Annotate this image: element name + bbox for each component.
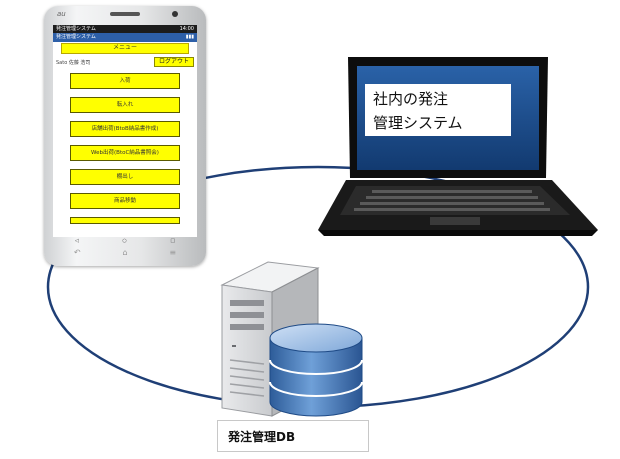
carrier-logo: au	[57, 10, 66, 18]
phone-screen: 発注管理システム 14:00 発注管理システム ▮▮▮ メニュー Sato 佐藤…	[53, 25, 197, 237]
menu-button-store-shipment[interactable]: 店舗出荷(BtoB納品書作成)	[70, 121, 180, 137]
laptop-label-line1: 社内の発注	[373, 90, 449, 108]
status-app-name: 発注管理システム	[56, 26, 96, 32]
home-icon[interactable]: ○	[122, 238, 127, 244]
logout-button[interactable]: ログアウト	[153, 57, 194, 67]
status-clock: 14:00	[179, 26, 194, 32]
smartphone: au 発注管理システム 14:00 発注管理システム ▮▮▮ メニュー Sato…	[44, 6, 206, 266]
menu-title: メニュー	[61, 43, 189, 54]
camera-icon	[172, 11, 178, 17]
signal-icon: ▮▮▮	[185, 34, 194, 40]
laptop-screen-label: 社内の発注 管理システム	[365, 84, 511, 136]
menu-button-picking[interactable]: 棚出し	[70, 169, 180, 185]
recent-apps-icon[interactable]: □	[170, 238, 176, 244]
app-bar-title: 発注管理システム	[56, 34, 96, 40]
menu-list: 入荷 転入れ 店舗出荷(BtoB納品書作成) Web出荷(BtoC納品書照会) …	[53, 73, 197, 224]
menu-button-item-move[interactable]: 商品移動	[70, 193, 180, 209]
hw-home-icon[interactable]: ⌂	[122, 247, 128, 257]
app-bar: 発注管理システム ▮▮▮	[53, 33, 197, 42]
status-bar: 発注管理システム 14:00	[53, 25, 197, 33]
soft-keys: ◁ ○ □	[53, 238, 197, 244]
hw-back-icon[interactable]: ↶	[73, 247, 81, 257]
laptop-label-line2: 管理システム	[373, 114, 463, 132]
menu-button-arrival[interactable]: 入荷	[70, 73, 180, 89]
speaker-grille	[110, 12, 140, 16]
hardware-keys: ↶ ⌂ ≡	[53, 244, 197, 260]
user-row: Sato 佐藤 浩司 ログアウト	[56, 57, 194, 67]
menu-button-web-shipment[interactable]: Web出荷(BtoC納品書照会)	[70, 145, 180, 161]
back-icon[interactable]: ◁	[74, 238, 79, 244]
menu-button-more[interactable]	[70, 217, 180, 224]
database-icon	[269, 323, 363, 417]
database-caption: 発注管理DB	[217, 420, 369, 452]
hw-menu-icon[interactable]: ≡	[169, 247, 177, 257]
menu-button-transfer-in[interactable]: 転入れ	[70, 97, 180, 113]
user-name: Sato 佐藤 浩司	[56, 59, 91, 66]
